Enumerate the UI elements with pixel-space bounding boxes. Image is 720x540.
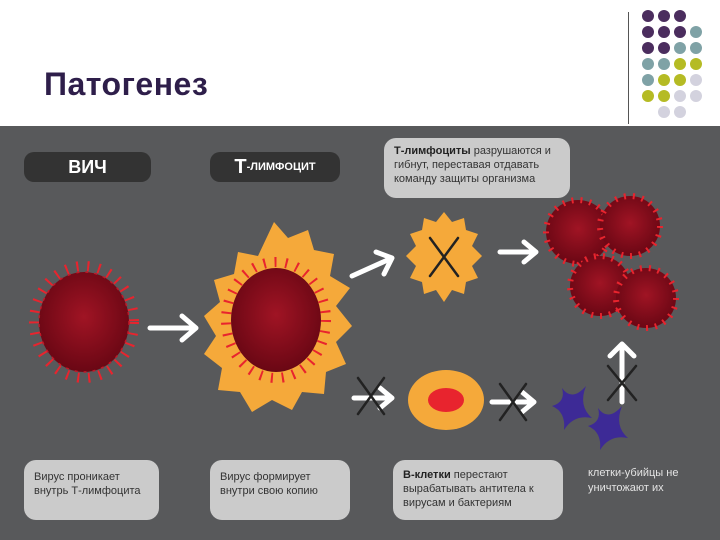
dot: [674, 42, 686, 54]
dot: [658, 106, 670, 118]
dot: [658, 10, 670, 22]
dot: [642, 26, 654, 38]
dot: [642, 58, 654, 70]
dot: [690, 26, 702, 38]
blocked-arrow-icon: [351, 376, 395, 416]
dot: [674, 26, 686, 38]
dot: [690, 58, 702, 70]
b-cells-note: В-клетки перестают вырабатывать антитела…: [393, 460, 563, 520]
step-virus-enters-note: Вирус проникает внутрь Т-лимфоцита: [24, 460, 159, 520]
dot: [674, 58, 686, 70]
dot: [658, 58, 670, 70]
note-bold: В-клетки: [403, 469, 451, 481]
t-label-rest: -ЛИМФОЦИТ: [246, 161, 316, 173]
dot: [658, 26, 670, 38]
blocked-up-arrow-icon: [606, 341, 638, 405]
dot: [658, 90, 670, 102]
dot: [642, 10, 654, 22]
t-lymphocyte-label: Т-ЛИМФОЦИТ: [210, 152, 340, 182]
t-letter: Т: [234, 155, 247, 178]
pathogenesis-diagram: ВИЧ Т-ЛИМФОЦИТ Т-лимфоциты разрушаются и…: [0, 126, 720, 540]
dot: [690, 42, 702, 54]
dot: [690, 90, 702, 102]
arrow-right-icon: [147, 313, 199, 343]
dot: [674, 74, 686, 86]
decorative-dot-grid: [642, 10, 712, 120]
blocked-arrow-icon: [489, 382, 537, 422]
t-cells-destroyed-note: Т-лимфоциты разрушаются и гибнут, перест…: [384, 138, 570, 198]
dying-t-cell-icon: [406, 212, 482, 302]
note-text: разрушаются и гибнут, переставая отдават…: [394, 145, 551, 185]
arrow-right-icon: [497, 239, 539, 265]
note-text: перестают вырабатывать антитела к вируса…: [403, 469, 534, 509]
killer-cells-icon: [552, 386, 628, 450]
title-divider: [628, 12, 629, 124]
dot: [658, 42, 670, 54]
slide-title: Патогенез: [44, 66, 209, 102]
dot: [690, 74, 702, 86]
dot: [642, 74, 654, 86]
dot: [674, 10, 686, 22]
diagram-artwork: [29, 193, 679, 450]
new-virions-cluster-icon: [543, 193, 679, 331]
arrow-up-right-icon: [349, 249, 395, 279]
dot: [658, 74, 670, 86]
note-bold: Т-лимфоциты: [394, 145, 471, 157]
hiv-virus-icon: [29, 261, 139, 383]
step-virus-copies-note: Вирус формирует внутри свою копию: [210, 460, 350, 520]
dot: [642, 90, 654, 102]
dot: [642, 42, 654, 54]
infected-t-lymphocyte-icon: [204, 222, 352, 412]
killer-cells-note: клетки-убийцы не уничтожают их: [588, 467, 679, 494]
dot: [674, 90, 686, 102]
b-cell-icon: [408, 370, 484, 430]
hiv-label: ВИЧ: [24, 152, 151, 182]
dot: [674, 106, 686, 118]
